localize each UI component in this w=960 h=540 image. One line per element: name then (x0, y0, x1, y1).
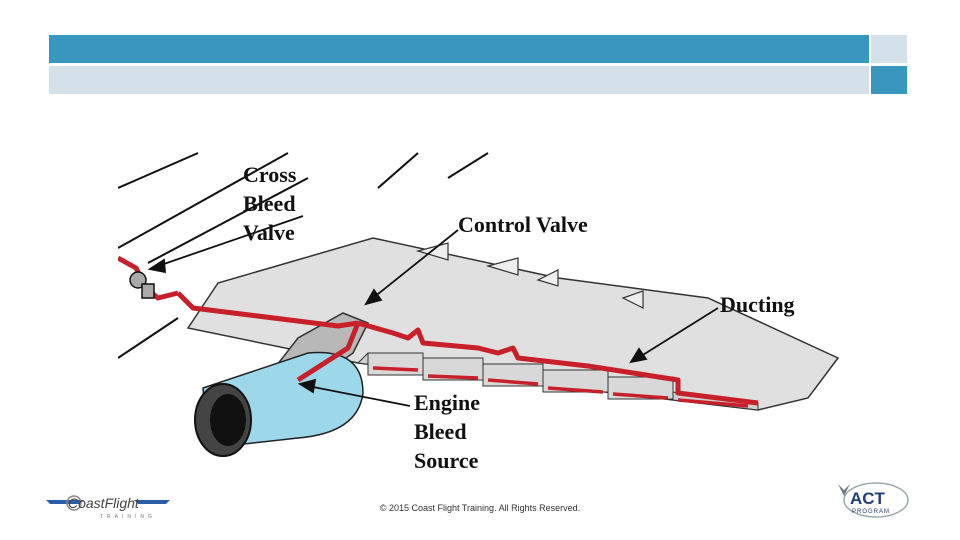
label-engine-source: Source (414, 448, 479, 473)
label-cross-valve: Valve (243, 220, 295, 245)
header-bar-light (49, 66, 869, 94)
coastflight-logo-subtext: TRAINING (100, 514, 156, 520)
header-square-light (871, 35, 907, 63)
flap-tracks (415, 242, 644, 309)
label-engine-bleed: Bleed (414, 419, 467, 444)
act-program-logo: ACT PROGRAM (838, 482, 909, 518)
fuselage-lines (118, 152, 489, 359)
act-logo-subtext: PROGRAM (852, 509, 890, 515)
label-control-valve: Control Valve (458, 212, 588, 237)
pointer-lines (147, 215, 719, 407)
label-ducting: Ducting (720, 292, 795, 317)
coastflight-logo-text: CoastFlight (68, 495, 140, 511)
coastflight-logo: CoastFlight TRAINING (46, 495, 170, 520)
label-engine: Engine (414, 390, 480, 415)
header-square-blue (871, 66, 907, 94)
slat-segments (367, 352, 674, 400)
copyright-footer: © 2015 Coast Flight Training. All Rights… (379, 503, 581, 513)
label-cross: Cross (243, 162, 297, 187)
header-bar-blue (49, 35, 869, 63)
label-cross-bleed: Bleed (243, 191, 296, 216)
bleed-ducting (118, 255, 759, 406)
cross-bleed-valve (129, 271, 155, 299)
engine-nacelle (194, 351, 364, 457)
bleed-ducting-lower (372, 366, 749, 408)
bleed-air-diagram: Cross Bleed Valve Control Valve Ducting … (118, 152, 840, 473)
act-logo-text: ACT (850, 489, 886, 508)
